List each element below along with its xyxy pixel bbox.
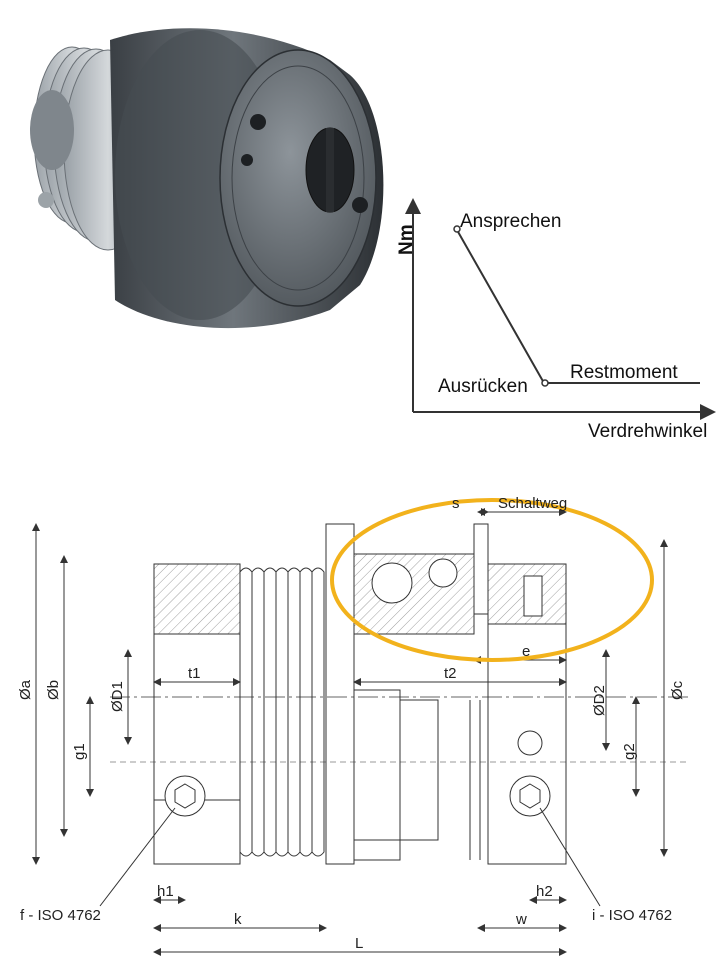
graph-y-label: Nm [396,224,417,255]
torque-graph: Nm Verdrehwinkel Ansprechen Ausrücken Re… [396,198,716,442]
label-diameter-a: Øa [17,679,34,700]
label-t1: t1 [188,665,201,682]
graph-x-label: Verdrehwinkel [588,421,707,442]
label-g2: g2 [621,743,638,760]
label-screw-left: f - ISO 4762 [20,907,101,924]
label-e: e [522,643,530,660]
right-screw [509,775,551,817]
label-g1: g1 [71,743,88,760]
coupling-render [30,28,384,329]
bellows-section [239,567,325,857]
peak-label: Ansprechen [460,211,561,232]
label-w: w [515,911,527,928]
label-diameter-d1: ØD1 [109,681,126,712]
label-h1: h1 [157,883,174,900]
screw-hole-bottom [241,154,253,166]
screw-hole-top [250,114,266,130]
disengage-label: Ausrücken [438,376,528,397]
label-h2: h2 [536,883,553,900]
technical-drawing [32,508,690,956]
torque-curve [456,229,700,384]
peak-point [453,225,461,233]
label-diameter-c: Øc [669,680,686,700]
label-s: s [452,495,460,512]
switching-area-highlight [330,498,654,662]
drawing-labels: s Schaltweg Øa Øb ØD1 g1 Øc ØD2 g2 t1 t2… [17,495,686,952]
label-L: L [355,935,363,952]
disengage-point [541,379,549,387]
left-screw [164,775,206,817]
label-diameter-b: Øb [45,680,62,700]
label-k: k [234,911,242,928]
label-t2: t2 [444,665,457,682]
label-screw-right: i - ISO 4762 [592,907,672,924]
label-schaltweg: Schaltweg [498,495,567,512]
residual-label: Restmoment [570,362,678,383]
clamp-hub-face [219,49,377,307]
label-diameter-d2: ØD2 [591,685,608,716]
